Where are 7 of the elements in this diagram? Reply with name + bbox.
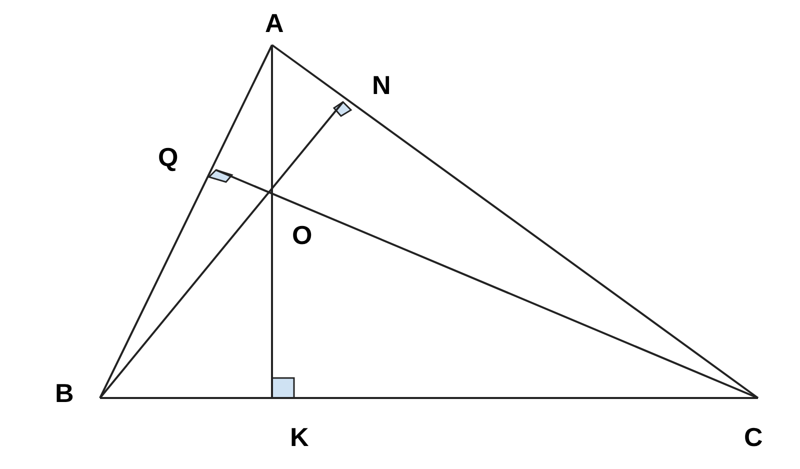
point-label: C <box>744 424 763 450</box>
point-label: B <box>55 380 74 406</box>
point-label: Q <box>158 144 178 170</box>
point-label: N <box>372 72 391 98</box>
point-label: A <box>265 10 284 36</box>
point-label: K <box>290 424 309 450</box>
point-label: O <box>292 222 312 248</box>
